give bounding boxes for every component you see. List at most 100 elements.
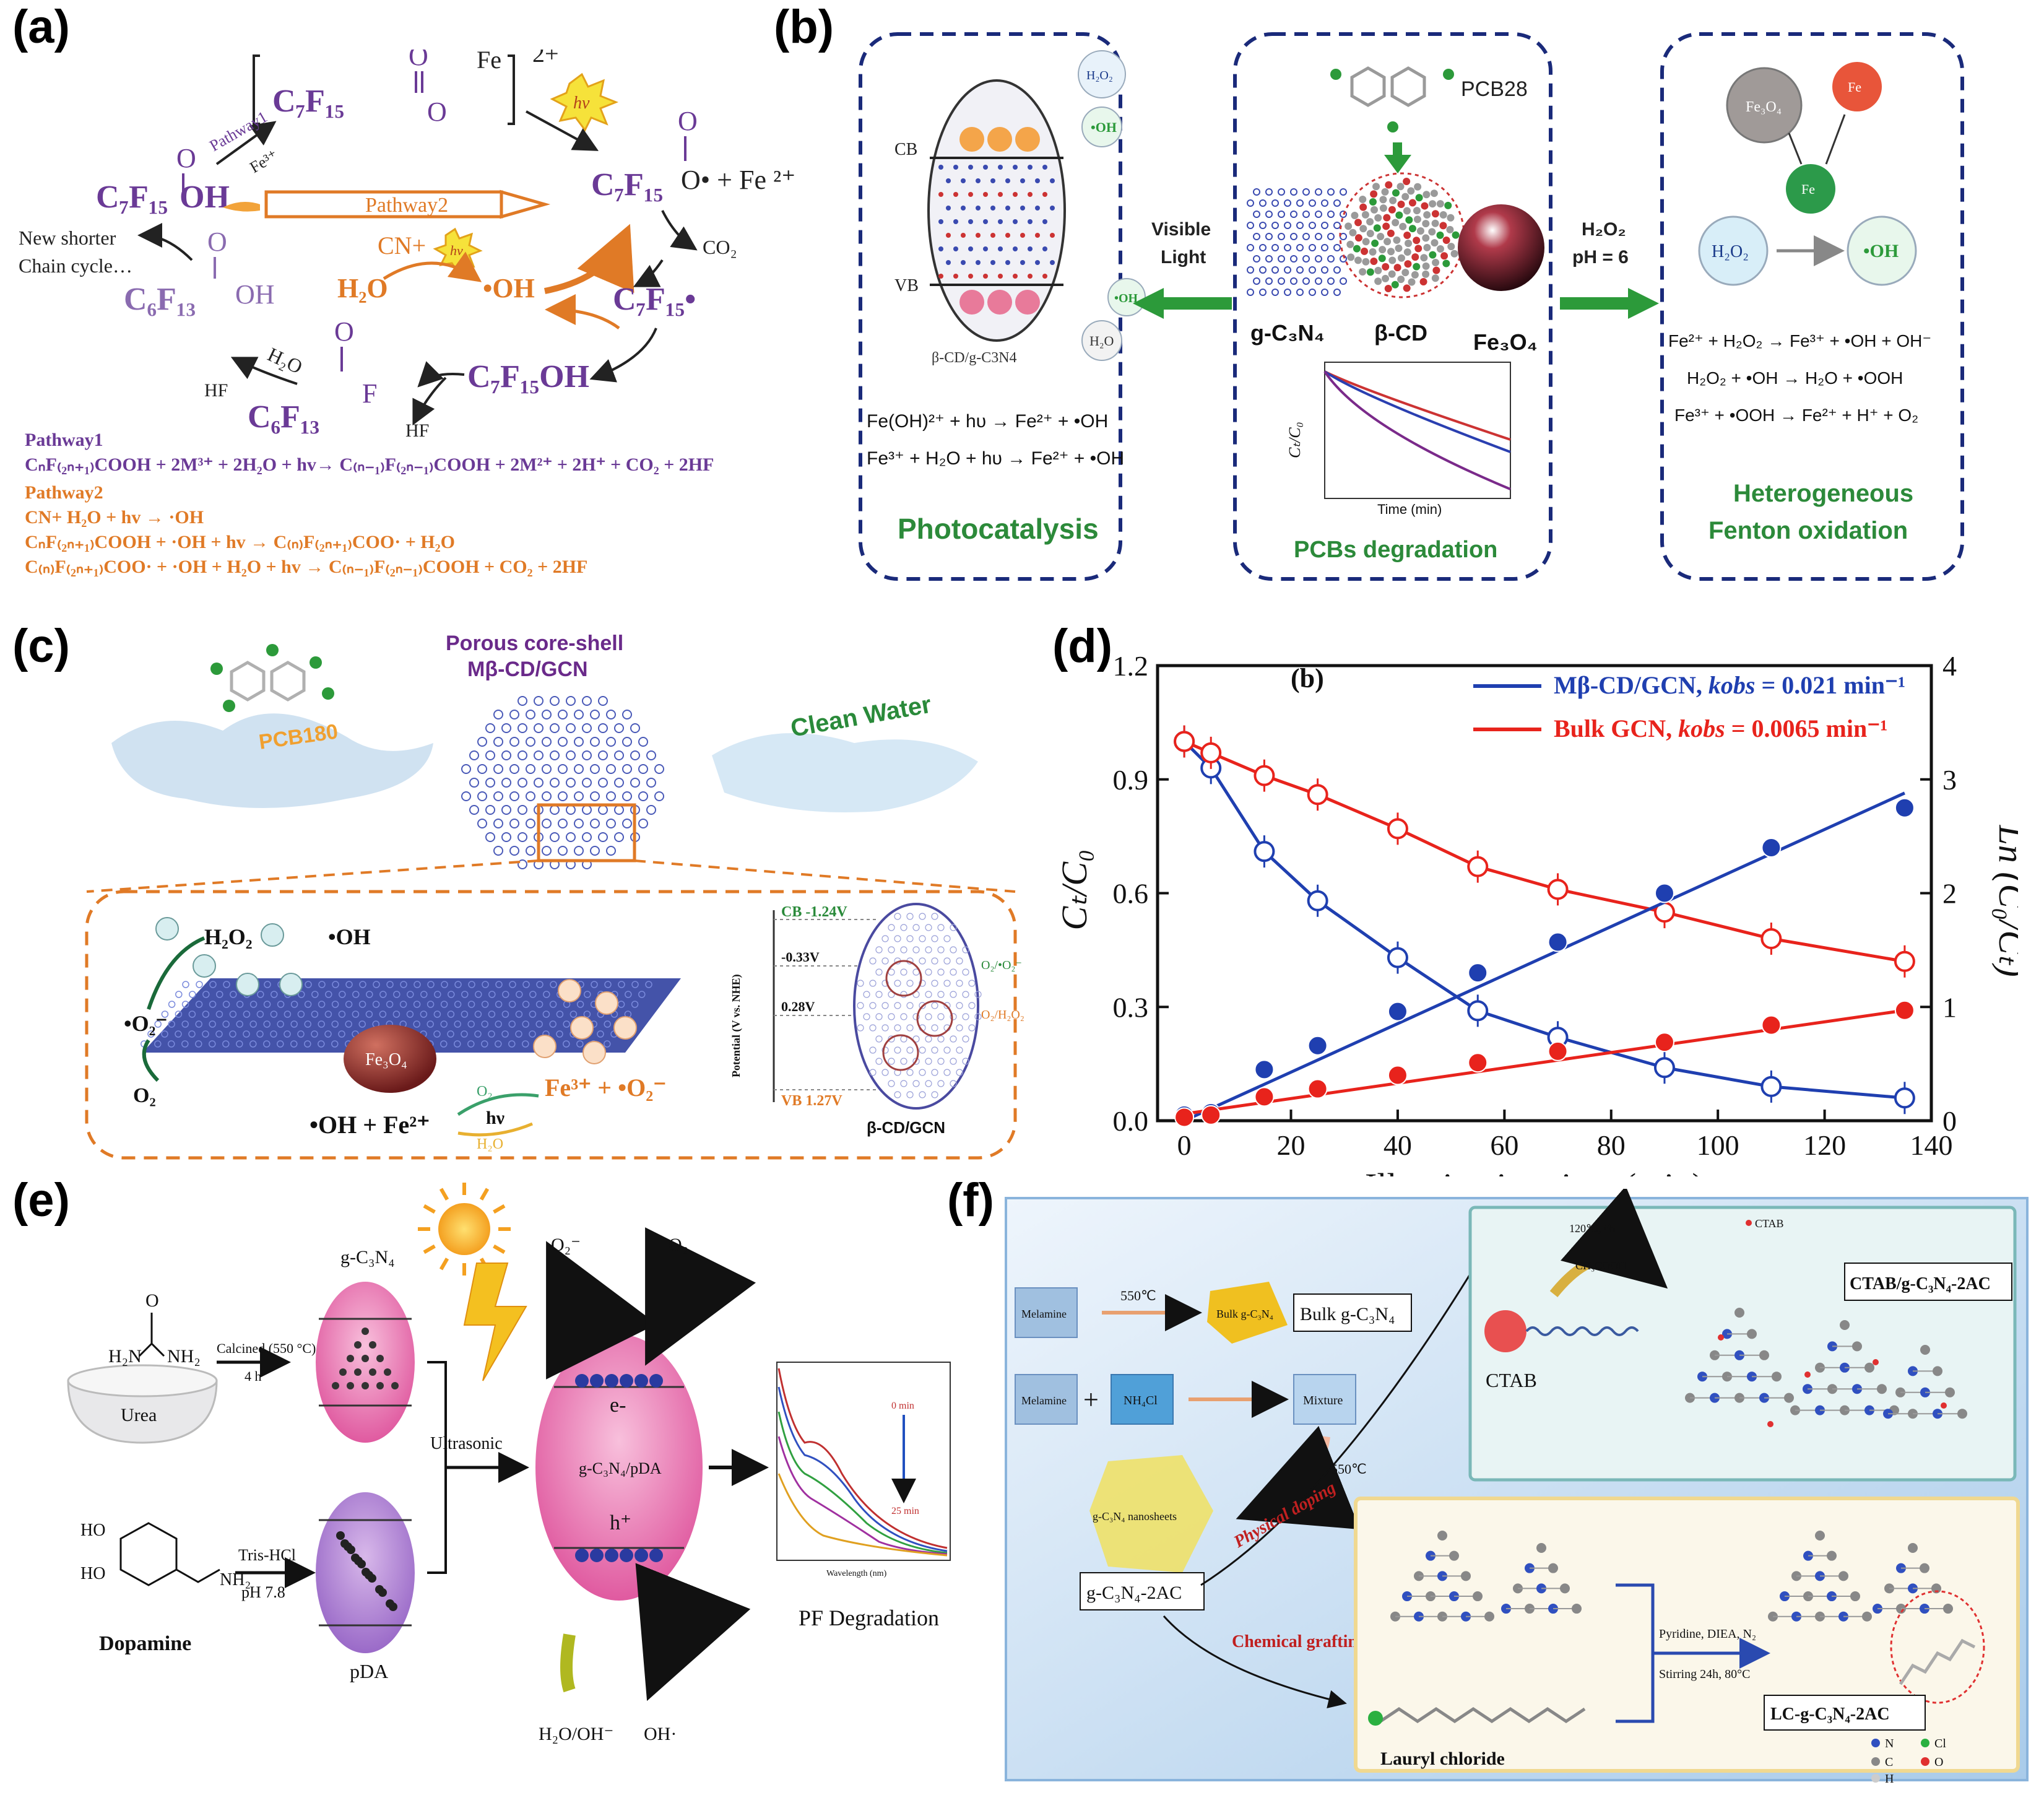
data-point xyxy=(1760,1076,1782,1097)
x-tick-label: 80 xyxy=(1597,1129,1626,1161)
svg-text:O: O xyxy=(145,1290,159,1311)
panel-b-scheme: H₂O₂ •OH CB VB •OH H₂O β-CD/g-C3N4 Fe(OH… xyxy=(859,32,1964,581)
f-ctab-product: CTAB/g-C₃N₄-2AC xyxy=(1850,1274,1991,1293)
f-legend-c: C xyxy=(1885,1755,1893,1769)
c-band-particle xyxy=(853,903,979,1110)
b-gcn: g-C₃N₄ xyxy=(1250,320,1325,346)
x-tick-label: 140 xyxy=(1910,1129,1953,1161)
complex-charge: 2+ xyxy=(532,50,559,67)
complex-fe: Fe xyxy=(477,50,501,74)
data-point xyxy=(1174,731,1195,752)
x-tick-label: 60 xyxy=(1490,1129,1518,1161)
panel-c-scheme: PCB180 Clean Water Porous core-shell Mβ-… xyxy=(85,632,1024,1160)
data-point xyxy=(1654,1032,1674,1053)
e-dopamine: Dopamine xyxy=(99,1632,191,1655)
data-point xyxy=(1760,928,1782,949)
b-time: Time (min) xyxy=(1377,502,1442,517)
data-point xyxy=(1894,798,1915,818)
e-ph: pH 7.8 xyxy=(241,1583,285,1601)
chart-inner-letter: (b) xyxy=(1291,663,1324,693)
b-pcbs: PCBs degradation xyxy=(1294,537,1497,563)
e-spectra-plot xyxy=(776,1362,951,1561)
data-point xyxy=(1548,1041,1568,1061)
water-label: H₂O xyxy=(337,273,388,303)
f-melamine1: Melamine xyxy=(1021,1308,1067,1320)
c-fe-o2: Fe³⁺ + •O₂⁻ xyxy=(545,1074,666,1102)
svg-text:HO: HO xyxy=(80,1521,105,1540)
acid-o: O xyxy=(176,143,196,173)
b-h2o2-ball: H₂O₂ xyxy=(1712,242,1749,261)
acid-oh: OH xyxy=(180,180,230,215)
x-tick-label: 100 xyxy=(1697,1129,1739,1161)
e-pf: PF Degradation xyxy=(799,1606,939,1630)
series-line xyxy=(1183,740,1905,1100)
hv-small-label: hv xyxy=(450,243,463,258)
y-left-tick-label: 0.9 xyxy=(1113,764,1149,796)
b-hetero1: Heterogeneous xyxy=(1733,480,1913,507)
svg-text:HO: HO xyxy=(80,1564,105,1583)
b-oh-ball: •OH xyxy=(1863,241,1899,261)
e-calcined: Calcined (550 °C) xyxy=(217,1341,316,1356)
e-eminus: e- xyxy=(610,1394,626,1417)
data-point xyxy=(1894,1087,1915,1109)
b-eq1: Fe(OH)²⁺ + hυ → Fe²⁺ + •OH xyxy=(867,411,1108,432)
chart-ylabel-left: Cₜ/C₀ xyxy=(1054,850,1094,931)
c-potential: Potential (V vs. NHE) xyxy=(730,974,743,1077)
e-center: g-C₃N₄/pDA xyxy=(579,1459,662,1477)
h2o-acyl: H₂O xyxy=(264,343,306,378)
short-o: O xyxy=(207,227,227,257)
data-point xyxy=(1468,963,1488,983)
complex-c7f15: C₇F₁₅ xyxy=(272,84,344,119)
c-oh: •OH xyxy=(328,924,371,949)
b-fe3o4-sphere: Fe₃O₄ xyxy=(1746,99,1782,115)
dirty-water-splash xyxy=(111,713,433,808)
b-r2: H₂O₂ + •OH → H₂O + •OOH xyxy=(1687,368,1903,388)
b-bcd: β-CD xyxy=(1374,320,1427,346)
eq-pathway2-3: C₍ₙ₎F₍₂ₙ₊₁₎COO· + ·OH + H₂O + hv → C₍ₙ₋₁… xyxy=(25,557,587,577)
b-light: Light xyxy=(1161,247,1206,267)
b-eq2: Fe³⁺ + H₂O + hυ → Fe²⁺ + •OH xyxy=(867,448,1124,469)
fit-line xyxy=(1184,1009,1905,1116)
series-line xyxy=(1184,740,1905,963)
data-point xyxy=(1254,841,1275,863)
acyl-f: F xyxy=(362,378,377,409)
complex-o: O xyxy=(427,97,447,127)
pathway2-label: Pathway2 xyxy=(365,194,448,217)
f-chain-highlight xyxy=(1890,1590,1985,1704)
c-o2: O₂ xyxy=(133,1084,156,1107)
y-right-tick-label: 4 xyxy=(1942,650,1957,682)
b-fe3o4-ball xyxy=(1458,204,1544,291)
data-point xyxy=(1307,784,1328,806)
panel-label-b: (b) xyxy=(774,1,834,53)
data-point xyxy=(1387,947,1408,968)
data-point xyxy=(1761,838,1782,858)
clean-water-splash xyxy=(712,733,978,812)
e-min25: 25 min xyxy=(891,1506,919,1516)
svg-text:H₂N: H₂N xyxy=(108,1346,142,1367)
f-legend-n: N xyxy=(1885,1737,1894,1750)
panel-e-scheme: H₂N NH₂ O Urea Calcined (550 °C) 4 h g-C… xyxy=(67,1183,951,1744)
acid-c7f15: C₇F₁₅ xyxy=(96,180,168,215)
zoom-box xyxy=(537,803,636,863)
x-tick-label: 120 xyxy=(1803,1129,1846,1161)
e-urea: Urea xyxy=(121,1405,157,1425)
c-o2-h2o2: O₂/H₂O₂ xyxy=(981,1008,1024,1022)
b-r3: Fe³⁺ + •OOH → Fe²⁺ + H⁺ + O₂ xyxy=(1674,406,1918,425)
c-o2-o2r: O₂/•O₂⁻ xyxy=(981,958,1022,972)
e-lightning-icon xyxy=(463,1263,527,1381)
f-chemical: Chemical grafting xyxy=(1232,1632,1366,1651)
data-point xyxy=(1548,932,1568,952)
data-point xyxy=(1254,765,1275,786)
e-h2o-oh: H₂O/OH⁻ xyxy=(539,1724,613,1744)
c-fe3o4: Fe₃O₄ xyxy=(365,1050,407,1069)
b-fe3o4: Fe₃O₄ xyxy=(1473,329,1538,355)
f-mixture-cube xyxy=(1293,1374,1356,1425)
f-ctab-cond: 120℃, 6h xyxy=(1569,1222,1615,1235)
b-h2o: H₂O xyxy=(1089,333,1114,349)
f-legend-cl: Cl xyxy=(1934,1737,1946,1750)
panel-a-scheme: C₇F₁₅ O O Fe 2+ Pathway1 Fe³⁺ hv C₇F₁₅ O… xyxy=(19,50,795,577)
hf-lower: HF xyxy=(405,420,429,441)
f-ctab-head xyxy=(1484,1310,1527,1352)
e-ultrasonic: Ultrasonic xyxy=(430,1434,503,1453)
e-min0: 0 min xyxy=(891,1401,914,1411)
